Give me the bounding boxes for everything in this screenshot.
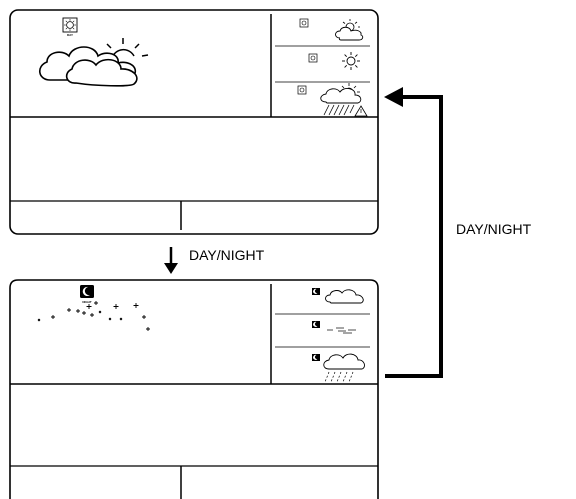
- fog-icon: [327, 327, 356, 334]
- mini-moon-icon: [312, 354, 320, 361]
- mini-sun-icon: [308, 53, 318, 63]
- sun-cloud-icon: [335, 19, 364, 41]
- starry-sky-icon: [37, 301, 150, 331]
- down-arrow-label: DAY/NIGHT: [189, 247, 265, 263]
- moon-cloud-icon: [325, 289, 364, 304]
- day-mode-icon-text: DAY: [67, 33, 73, 37]
- mini-sun-icon: [299, 18, 309, 28]
- day-screen: DAY: [9, 9, 379, 235]
- day-forecast-row-2: [308, 52, 360, 70]
- night-forecast-row-1: [312, 288, 364, 304]
- loop-arrow: [384, 87, 443, 378]
- sun-behind-cloud-icon: [39, 38, 149, 87]
- loop-arrow-label: DAY/NIGHT: [456, 221, 532, 237]
- day-forecast-row-1: [299, 18, 364, 41]
- day-mode-sun-icon: DAY: [62, 17, 78, 37]
- day-forecast-row-3: [297, 83, 368, 117]
- down-arrow: [164, 247, 178, 274]
- mini-moon-icon: [312, 288, 320, 295]
- sun-cloud-rain-warning-icon: [320, 83, 368, 117]
- mini-sun-icon: [297, 85, 307, 95]
- night-mode-moon-icon: NIGHT: [80, 285, 94, 304]
- night-mode-icon-text: NIGHT: [82, 300, 92, 304]
- cloud-rain-icon: [323, 353, 365, 383]
- night-forecast-row-3: [312, 353, 365, 383]
- night-screen-frame: [9, 279, 379, 499]
- mini-moon-icon: [312, 321, 320, 328]
- sun-icon: [342, 52, 360, 70]
- night-forecast-row-2: [312, 321, 356, 334]
- night-screen: NIGHT: [9, 279, 379, 499]
